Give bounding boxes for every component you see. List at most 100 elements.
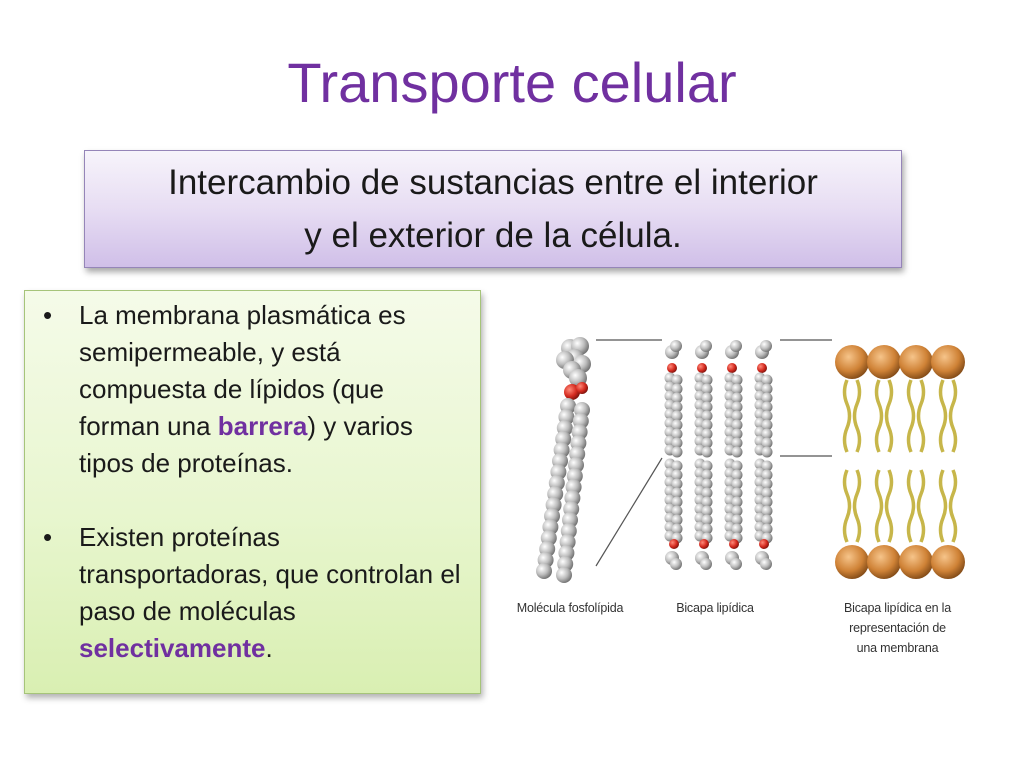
atom xyxy=(731,374,743,386)
subtitle-box: Intercambio de sustancias entre el inter… xyxy=(84,150,902,268)
atom xyxy=(701,383,713,395)
lipid-tail xyxy=(874,469,884,543)
atom xyxy=(671,514,683,526)
atom xyxy=(761,469,773,481)
phosphate-atom xyxy=(669,539,679,549)
atom xyxy=(731,392,743,404)
atom xyxy=(731,383,743,395)
atom xyxy=(761,460,773,472)
membrane-figure: Molécula fosfolípida Bicapa lipídica Bic… xyxy=(500,318,970,668)
lipid-tail xyxy=(906,469,916,543)
lipid-tail xyxy=(906,379,916,453)
atom xyxy=(731,487,743,499)
lipid-tail xyxy=(884,469,894,543)
caption-representation-line-2: representación de xyxy=(849,621,946,635)
bullets-box: • La membrana plasmática es semipermeabl… xyxy=(24,290,481,694)
atom xyxy=(761,401,773,413)
bullet-item: • Existen proteínas transportadoras, que… xyxy=(41,519,468,667)
lipid-head xyxy=(931,545,965,579)
atom xyxy=(671,419,683,431)
atom xyxy=(761,437,773,449)
atom xyxy=(671,446,683,458)
lipid-tail xyxy=(852,379,862,453)
atom xyxy=(731,505,743,517)
atom xyxy=(701,428,713,440)
phosphate-atom xyxy=(759,539,769,549)
atom xyxy=(731,410,743,422)
bullet-text: Existen proteínas transportadoras, que c… xyxy=(79,522,461,626)
lipid-tail xyxy=(852,469,862,543)
atom xyxy=(701,505,713,517)
lipid-head xyxy=(899,345,933,379)
atom xyxy=(536,563,552,579)
atom xyxy=(761,505,773,517)
atom xyxy=(671,505,683,517)
lipid-tail xyxy=(916,469,926,543)
atom xyxy=(701,514,713,526)
lipid-head xyxy=(899,545,933,579)
atom xyxy=(701,523,713,535)
atom xyxy=(671,401,683,413)
atom xyxy=(556,567,572,583)
atom xyxy=(701,419,713,431)
bullet-dot-icon: • xyxy=(43,300,53,330)
atom xyxy=(671,478,683,490)
atom xyxy=(761,487,773,499)
subtitle-line-2: y el exterior de la célula. xyxy=(304,216,682,255)
atom xyxy=(761,446,773,458)
atom xyxy=(701,410,713,422)
lipid-head xyxy=(835,345,869,379)
atom xyxy=(730,340,742,352)
bullet-dot-icon: • xyxy=(43,522,53,552)
atom xyxy=(731,460,743,472)
atom xyxy=(701,374,713,386)
lipid-tail xyxy=(938,379,948,453)
atom xyxy=(760,340,772,352)
membrane-illustration xyxy=(536,337,965,583)
atom xyxy=(671,392,683,404)
atom xyxy=(700,340,712,352)
atom xyxy=(760,558,772,570)
atom xyxy=(761,496,773,508)
atom xyxy=(731,478,743,490)
lipid-head xyxy=(867,345,901,379)
atom xyxy=(731,469,743,481)
atom xyxy=(701,446,713,458)
lipid-tail xyxy=(938,469,948,543)
atom xyxy=(701,487,713,499)
atom xyxy=(701,478,713,490)
atom xyxy=(700,558,712,570)
atom xyxy=(761,514,773,526)
lipid-tail xyxy=(842,469,852,543)
lipid-tail xyxy=(874,379,884,453)
caption-molecule: Molécula fosfolípida xyxy=(516,601,624,615)
atom xyxy=(761,428,773,440)
atom xyxy=(731,446,743,458)
caption-representation: Bicapa lipídica en la representación de … xyxy=(825,598,970,658)
bullet-text: La membrana plasmática es semipermeable,… xyxy=(79,300,406,441)
atom xyxy=(671,428,683,440)
atom xyxy=(761,419,773,431)
connector-lines xyxy=(595,339,832,567)
lipid-head xyxy=(931,345,965,379)
bullet-highlight: selectivamente xyxy=(79,633,266,663)
atom xyxy=(731,428,743,440)
phosphate-atom xyxy=(729,539,739,549)
connector-line xyxy=(595,457,663,567)
atom xyxy=(761,410,773,422)
atom xyxy=(731,437,743,449)
atom xyxy=(671,487,683,499)
bullet-text-end: . xyxy=(265,633,273,663)
slide-title: Transporte celular xyxy=(287,51,737,114)
subtitle-line-1: Intercambio de sustancias entre el inter… xyxy=(168,163,818,202)
bullet-text-end: ) y varios tipos de proteínas. xyxy=(79,411,413,478)
atom xyxy=(701,392,713,404)
phosphate-atom xyxy=(699,539,709,549)
lipid-tail xyxy=(948,469,958,543)
atom xyxy=(731,419,743,431)
atom xyxy=(671,410,683,422)
atom xyxy=(701,437,713,449)
lipid-tail xyxy=(842,379,852,453)
atom xyxy=(730,558,742,570)
atom xyxy=(761,374,773,386)
